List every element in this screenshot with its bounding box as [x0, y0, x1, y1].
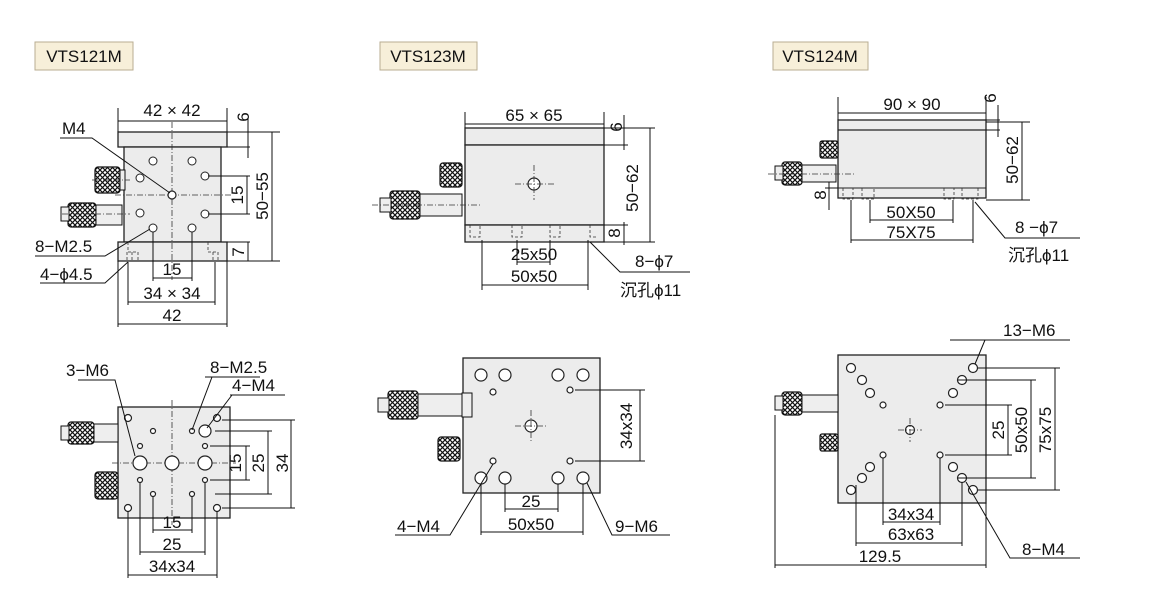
- dim-h2: 50x50: [508, 515, 554, 534]
- top-plate: [117, 131, 228, 148]
- dim-h1: 34x34: [888, 505, 934, 524]
- vts124m-top-view: 13−M6 25 50x50 75x75 34x34 63x63 129.5 8…: [774, 321, 1080, 568]
- knob-icon: [439, 162, 463, 188]
- micrometer-icon: [387, 390, 419, 420]
- dim-h2: 75X75: [886, 223, 935, 242]
- knob-icon: [819, 140, 839, 159]
- dim-h1: 25x50: [511, 245, 557, 264]
- vts121m-side-view: 42 × 42 6 50−55 15 7 M4 8−M2.5 4−ϕ4.5 15…: [35, 101, 280, 327]
- dim-h2: 63x63: [888, 525, 934, 544]
- top-plate: [464, 127, 605, 146]
- label-tap: M4: [62, 119, 86, 138]
- dim-pitch-horizontal: 15: [163, 260, 182, 279]
- micrometer-icon: [781, 161, 803, 186]
- micrometer-icon: [67, 421, 95, 445]
- base-plate: [464, 224, 605, 243]
- dim-plate-thickness: 6: [234, 112, 253, 121]
- base-plate: [117, 241, 228, 262]
- dim-v3: 34: [273, 454, 292, 473]
- dim-h3: 34x34: [149, 557, 195, 576]
- vts121m-top-view: 3−M6 8−M2.5 4−M4 15 25 34 15 25 34x34: [60, 358, 295, 578]
- knob-icon: [94, 471, 119, 500]
- dim-v1: 34x34: [617, 403, 636, 449]
- dim-h1: 15: [163, 513, 182, 532]
- label-holes-m4: 8−M4: [1022, 540, 1065, 559]
- dim-mount: 34 × 34: [143, 284, 200, 303]
- body: [837, 119, 987, 199]
- model-name: VTS124M: [782, 47, 858, 66]
- dim-base-width: 42: [163, 306, 182, 325]
- label-holes-m6: 13−M6: [1003, 321, 1055, 340]
- model-tag-vts123m: VTS123M: [379, 41, 478, 71]
- dim-top-size: 65 × 65: [505, 106, 562, 125]
- vts124m-side-view: 90 × 90 6 50−62 8 50X50 75X75 8 −ϕ7 沉孔ϕ1…: [768, 93, 1080, 265]
- dim-top-size: 90 × 90: [883, 95, 940, 114]
- dim-base-thickness: 7: [229, 247, 248, 256]
- model-tag-vts124m: VTS124M: [772, 41, 869, 71]
- dim-h3: 129.5: [859, 547, 902, 566]
- dim-v2: 25: [249, 454, 268, 473]
- vts123m-top-view: 34x34 25 50x50 4−M4 9−M6: [377, 357, 670, 536]
- dim-h1: 25: [522, 492, 541, 511]
- dim-v1: 25: [989, 421, 1008, 440]
- micrometer-icon: [781, 391, 803, 416]
- knob-icon: [819, 433, 839, 452]
- dim-h2: 50x50: [511, 267, 557, 286]
- label-holes-4-5: 4−ϕ4.5: [40, 265, 93, 284]
- label-holes-m2-5: 8−M2.5: [35, 237, 92, 256]
- dim-h1: 50X50: [886, 203, 935, 222]
- knob-icon: [437, 436, 461, 462]
- label-holes-m4: 4−M4: [232, 376, 275, 395]
- label-holes-m4: 4−M4: [397, 517, 440, 536]
- micrometer-icon: [67, 202, 97, 228]
- label-holes-m2-5: 8−M2.5: [210, 358, 267, 377]
- dim-v2: 50x50: [1012, 407, 1031, 453]
- dim-v3: 75x75: [1036, 407, 1055, 453]
- label-counterbore: 沉孔ϕ11: [620, 281, 681, 300]
- model-name: VTS121M: [46, 47, 122, 66]
- label-holes-m6: 9−M6: [615, 517, 658, 536]
- dim-h2: 25: [163, 535, 182, 554]
- dim-top-size: 42 × 42: [143, 101, 200, 120]
- dim-height: 50−62: [623, 164, 642, 212]
- label-holes-m6: 3−M6: [66, 361, 109, 380]
- dim-base-thickness: 8: [605, 228, 624, 237]
- model-name: VTS123M: [390, 47, 466, 66]
- model-tag-vts121m: VTS121M: [34, 41, 134, 71]
- dim-height: 50−55: [253, 172, 272, 220]
- dim-plate-thickness: 6: [607, 122, 626, 131]
- label-counterbore: 沉孔ϕ11: [1008, 246, 1069, 265]
- label-holes: 8 −ϕ7: [1015, 218, 1058, 237]
- vts123m-side-view: 65 × 65 6 50−62 8 25x50 50x50 8−ϕ7 沉孔ϕ11: [372, 106, 690, 300]
- dim-height: 50−62: [1003, 136, 1022, 184]
- dim-plate-thickness: 6: [981, 93, 1000, 102]
- dim-base-thickness: 8: [811, 190, 830, 199]
- dim-v1: 15: [226, 454, 245, 473]
- dim-pitch-vertical: 15: [228, 186, 247, 205]
- label-holes: 8−ϕ7: [635, 252, 673, 271]
